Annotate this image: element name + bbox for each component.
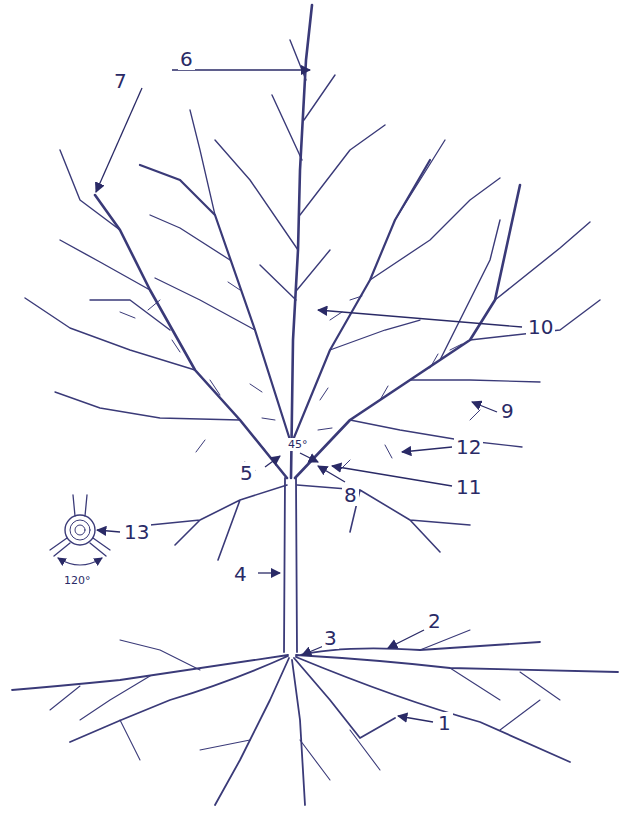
callout-number: 9: [499, 400, 516, 422]
callout-number: 10: [526, 316, 555, 338]
callout-number: 4: [232, 563, 249, 585]
callout-number: 12: [454, 436, 483, 458]
callout-number: 2: [426, 610, 443, 632]
callout-number: 5: [238, 462, 255, 484]
callout-number: 1: [436, 712, 453, 734]
callout-number: 8: [342, 484, 359, 506]
callout-number: 13: [122, 521, 151, 543]
callout-number: 11: [454, 476, 483, 498]
angle-label: 120°: [62, 574, 93, 587]
callout-number: 7: [112, 70, 129, 92]
angle-label: 45°: [286, 438, 310, 451]
callout-number: 3: [322, 627, 339, 649]
callout-number: 6: [178, 48, 195, 70]
